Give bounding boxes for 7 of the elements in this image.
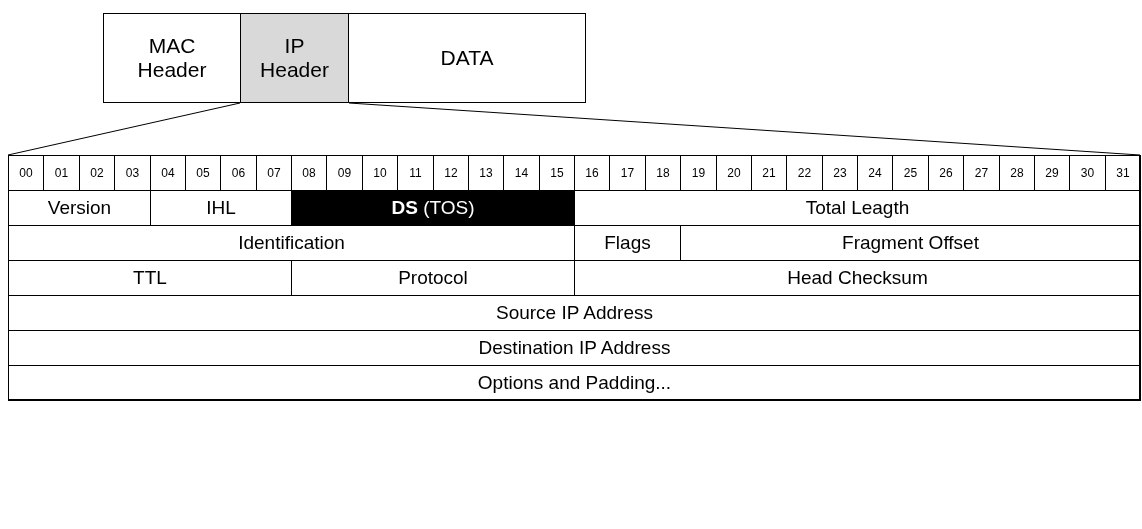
header-segment: MAC Header xyxy=(103,13,241,103)
data-segment: DATA xyxy=(348,13,586,103)
header-segment: IP Header xyxy=(240,13,349,103)
ip-header-table xyxy=(8,155,1140,400)
field-name: Options and Padding... xyxy=(8,365,1141,401)
leader-line xyxy=(7,102,241,156)
field-name: DS (TOS) xyxy=(291,190,575,226)
